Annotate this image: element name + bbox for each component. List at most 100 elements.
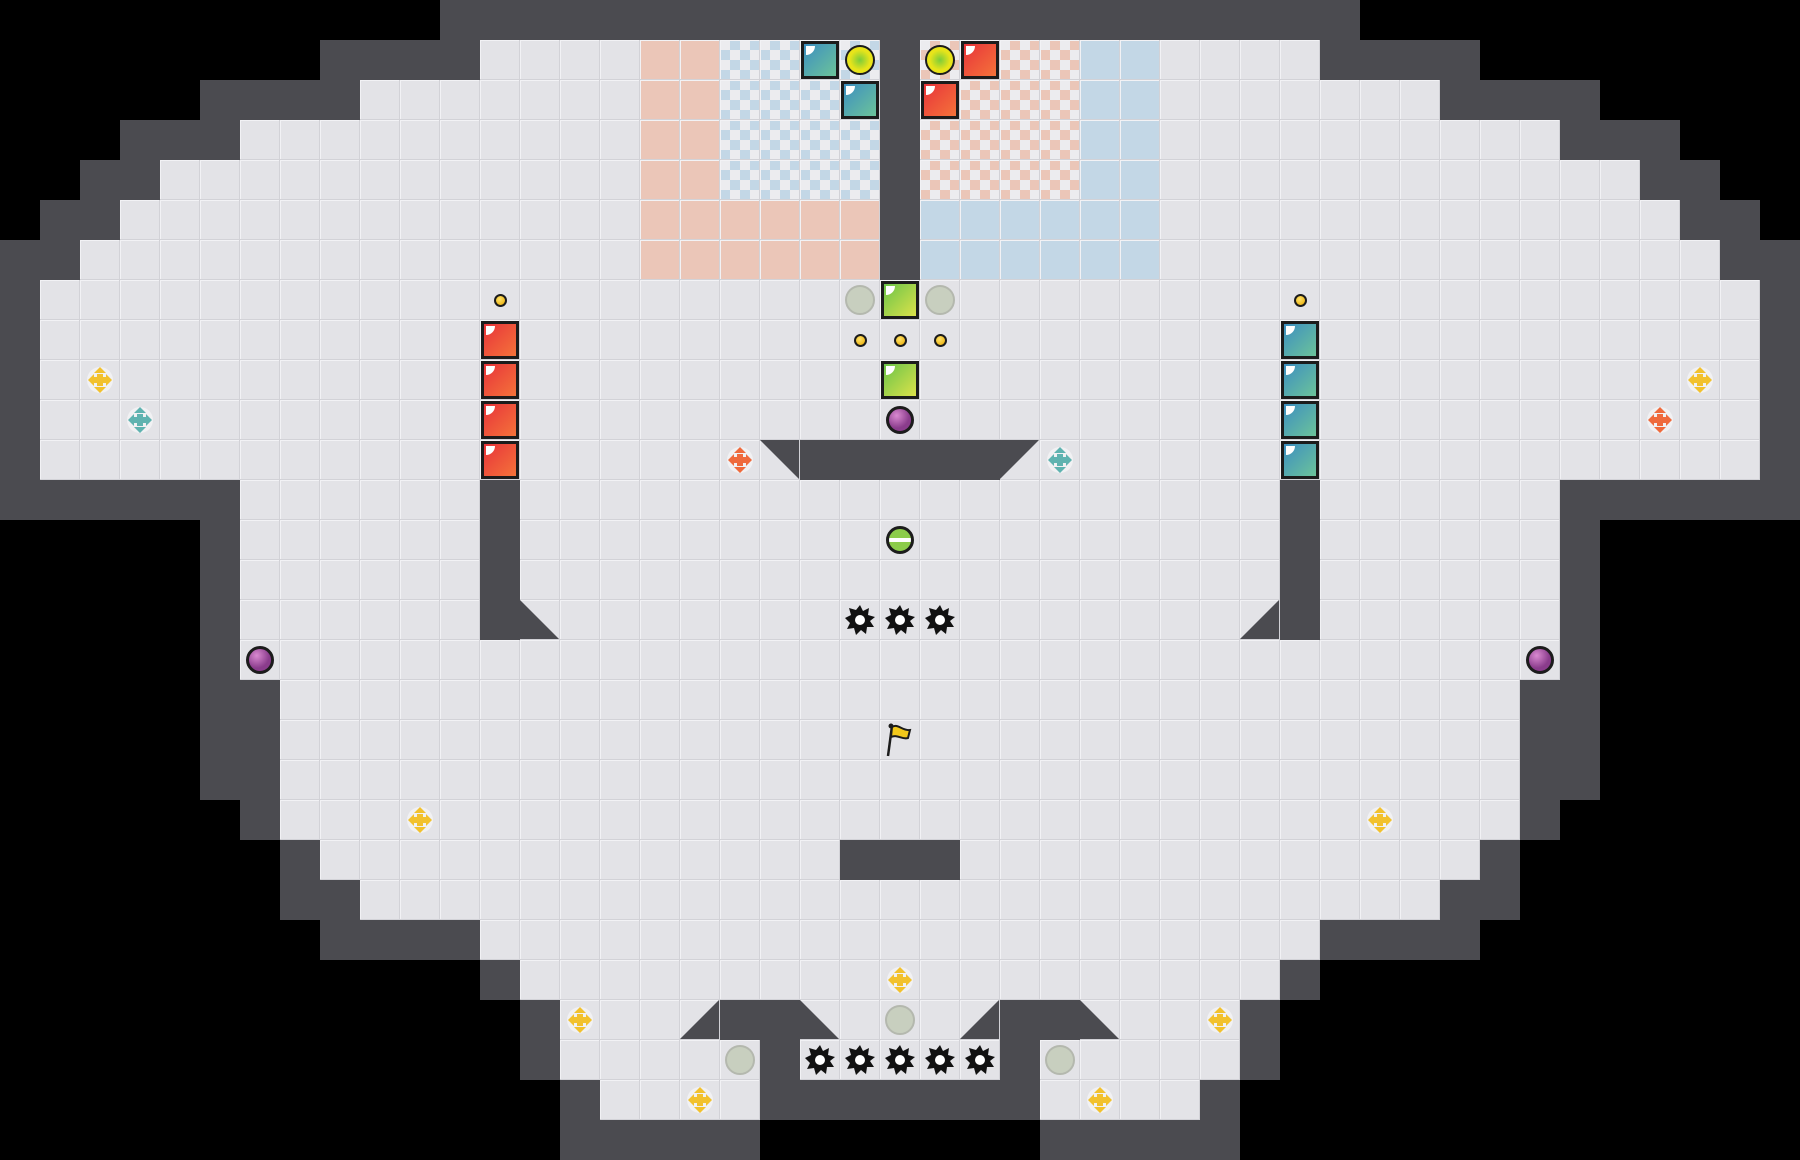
red-boost-icon (725, 445, 755, 475)
wall-tile (920, 840, 960, 880)
floor-tile (200, 160, 240, 200)
void-tile (1520, 40, 1560, 80)
floor-tile (400, 680, 440, 720)
void-tile (1560, 1040, 1600, 1080)
floor-tile (1480, 600, 1520, 640)
floor-tile (400, 560, 440, 600)
floor-tile (800, 400, 840, 440)
floor-tile (280, 200, 320, 240)
wall-tile (560, 0, 600, 40)
floor-tile (360, 120, 400, 160)
void-tile (0, 40, 40, 80)
wall-tile (880, 160, 920, 200)
wall-tile (280, 840, 320, 880)
void-tile (1320, 1000, 1360, 1040)
floor-tile (1120, 480, 1160, 520)
void-tile (1600, 680, 1640, 720)
void-tile (40, 680, 80, 720)
blue-endzone-tile (1120, 40, 1160, 80)
floor-tile (1240, 840, 1280, 880)
floor-tile (600, 640, 640, 680)
floor-tile (1240, 280, 1280, 320)
wall-tile (1240, 1000, 1280, 1040)
button-icon (885, 1005, 915, 1035)
floor-tile (560, 800, 600, 840)
void-tile (160, 600, 200, 640)
floor-tile (1360, 560, 1400, 600)
wall-tile (760, 0, 800, 40)
floor-tile (1240, 400, 1280, 440)
blue-endzone-tile (1040, 200, 1080, 240)
wall-tile (1000, 0, 1040, 40)
wall-tile (920, 440, 960, 480)
wall-tile (1360, 40, 1400, 80)
wall-tile (800, 1080, 840, 1120)
floor-tile (720, 760, 760, 800)
floor-tile (1280, 200, 1320, 240)
button-icon (725, 1045, 755, 1075)
floor-tile (320, 720, 360, 760)
floor-tile (1320, 640, 1360, 680)
wall-tile (40, 200, 80, 240)
floor-tile (840, 760, 880, 800)
floor-tile (1320, 840, 1360, 880)
floor-tile (640, 1040, 680, 1080)
floor-tile (1400, 640, 1440, 680)
void-tile (80, 680, 120, 720)
floor-tile (1240, 480, 1280, 520)
void-tile (1640, 600, 1680, 640)
void-tile (80, 520, 120, 560)
void-tile (200, 40, 240, 80)
floor-tile (440, 720, 480, 760)
floor-tile (960, 280, 1000, 320)
floor-tile (560, 120, 600, 160)
floor-tile (1600, 160, 1640, 200)
floor-tile (240, 200, 280, 240)
floor-tile (720, 320, 760, 360)
floor-tile (80, 280, 120, 320)
red-checker-tile (960, 160, 1000, 200)
floor-tile (800, 760, 840, 800)
floor-tile (680, 840, 720, 880)
void-tile (120, 1080, 160, 1120)
void-tile (1680, 1040, 1720, 1080)
red-checker-tile (1000, 80, 1040, 120)
floor-tile (1200, 440, 1240, 480)
floor-tile (680, 560, 720, 600)
floor-tile (560, 920, 600, 960)
floor-tile (1480, 680, 1520, 720)
wall-tile (400, 40, 440, 80)
void-tile (1640, 520, 1680, 560)
floor-tile (360, 760, 400, 800)
yellow-boost-icon (85, 365, 115, 395)
floor-tile (1080, 440, 1120, 480)
void-tile (1760, 680, 1800, 720)
red-endzone-tile (800, 200, 840, 240)
floor-tile (1440, 560, 1480, 600)
void-tile (1760, 1040, 1800, 1080)
floor-tile (1000, 320, 1040, 360)
wall-tile (960, 0, 1000, 40)
wall-tile (760, 1040, 800, 1080)
floor-tile (720, 800, 760, 840)
red-checker-tile (1000, 40, 1040, 80)
floor-tile (1440, 800, 1480, 840)
floor-tile (1000, 720, 1040, 760)
void-tile (1360, 1120, 1400, 1160)
wall-tile (320, 920, 360, 960)
floor-tile (560, 440, 600, 480)
wall-tile (40, 480, 80, 520)
void-tile (200, 1040, 240, 1080)
floor-tile (400, 520, 440, 560)
floor-tile (1120, 360, 1160, 400)
void-tile (0, 520, 40, 560)
floor-tile (760, 360, 800, 400)
red-endzone-tile (640, 40, 680, 80)
floor-tile (280, 360, 320, 400)
wall-tile (920, 1080, 960, 1120)
wall-tile (600, 0, 640, 40)
floor-tile (1320, 720, 1360, 760)
void-tile (1600, 0, 1640, 40)
floor-tile (1160, 360, 1200, 400)
floor-tile (400, 160, 440, 200)
